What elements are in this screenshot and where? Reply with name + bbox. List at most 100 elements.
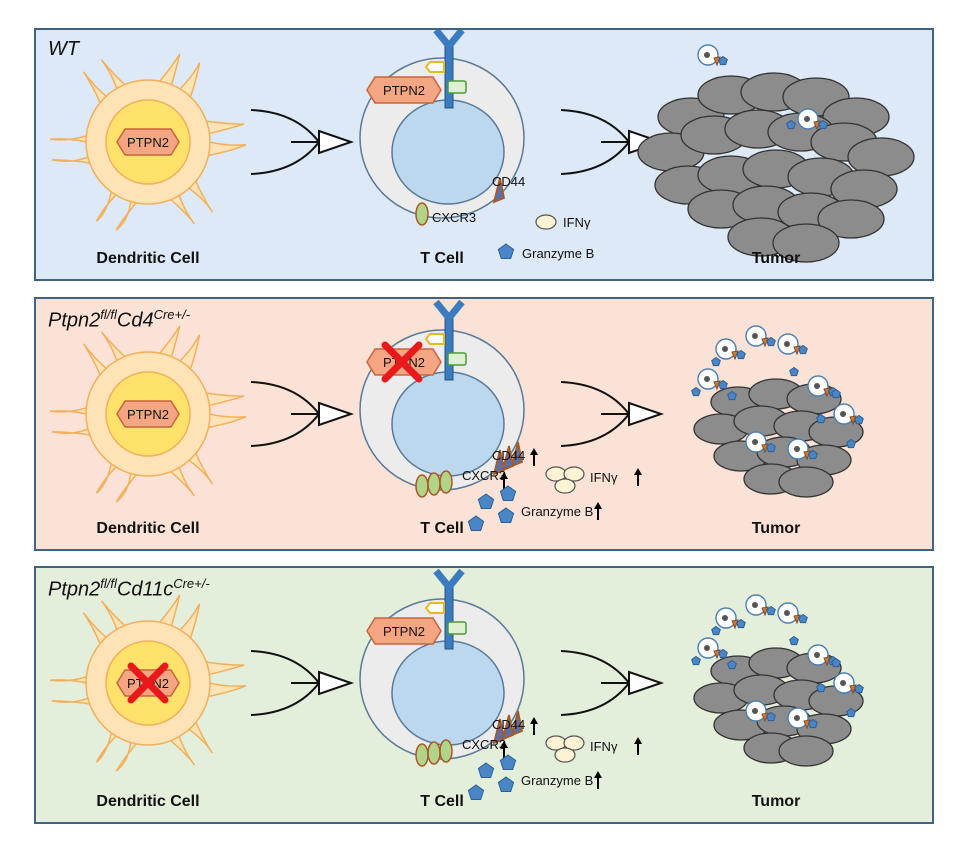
flow-arrowhead-icon <box>628 401 665 427</box>
flow-arc <box>560 413 630 447</box>
granzyme-particle-icon <box>831 657 841 668</box>
adapter-marker <box>447 80 467 94</box>
t-cell-nucleus <box>391 371 505 477</box>
granzyme-particle-icon <box>786 119 796 130</box>
effector-t-cell-marker <box>761 712 769 723</box>
cd44-marker <box>510 441 524 468</box>
granzyme-label: Granzyme B <box>521 773 593 788</box>
granzyme-particle-icon <box>846 438 856 449</box>
dendritic-cell-caption: Dendritic Cell <box>96 793 199 810</box>
granzyme-particle-icon <box>798 613 808 624</box>
panel-t-cell-knockout: Ptpn2fl/flCd4Cre+/- PTPN2PTPN2CD44CXCR3I… <box>34 297 934 551</box>
tcr-receptor <box>444 317 454 381</box>
cd44-marker <box>492 177 506 204</box>
effector-t-cell-marker <box>823 387 831 398</box>
cxcr3-marker <box>415 743 429 767</box>
granzyme-particle-icon <box>499 485 517 501</box>
increase-arrow-icon <box>500 741 508 748</box>
effector-t-cell-marker <box>713 56 721 67</box>
effector-t-cell-marker <box>849 684 857 695</box>
tcr-receptor-head <box>433 299 465 322</box>
granzyme-particle-icon <box>831 388 841 399</box>
t-cell-caption: T Cell <box>420 250 464 267</box>
flow-arc <box>250 413 320 447</box>
effector-t-cell-marker <box>813 120 821 131</box>
effector-t-cell-nucleus <box>840 411 846 417</box>
flow-arc <box>250 381 320 415</box>
granzyme-particle-icon <box>497 507 515 523</box>
flow-arc <box>560 109 630 143</box>
effector-t-cell-nucleus <box>704 52 710 58</box>
granzyme-particle-icon <box>497 243 515 259</box>
tumor-cell <box>778 735 834 767</box>
tcr-receptor <box>444 586 454 650</box>
cd44-label: CD44 <box>492 448 525 463</box>
granzyme-particle-icon <box>808 449 818 460</box>
granzyme-particle-icon <box>691 655 701 666</box>
ifng-label: IFNγ <box>590 470 618 485</box>
t-cell-ptpn2 <box>366 76 442 104</box>
granzyme-particle-icon <box>816 413 826 424</box>
granzyme-particle-icon <box>711 356 721 367</box>
ifng-particle-icon <box>535 214 557 230</box>
granzyme-particle-icon <box>789 635 799 646</box>
granzyme-particle-icon <box>818 119 828 130</box>
flow-arc <box>560 381 630 415</box>
cxcr3-marker <box>439 470 453 494</box>
granzyme-particle-icon <box>727 390 737 401</box>
granzyme-particle-icon <box>477 493 495 509</box>
panel-title: Ptpn2fl/flCd11cCre+/- <box>48 576 210 601</box>
cxcr3-marker <box>415 474 429 498</box>
effector-t-cell-marker <box>803 450 811 461</box>
t-cell-nucleus <box>391 640 505 746</box>
kinase-marker <box>424 333 445 345</box>
panel-title: Ptpn2fl/flCd4Cre+/- <box>48 307 191 332</box>
granzyme-particle-icon <box>467 784 485 800</box>
effector-t-cell-nucleus <box>784 610 790 616</box>
flow-arrowhead-icon <box>318 401 355 427</box>
flow-arc <box>560 650 630 684</box>
effector-t-cell-nucleus <box>840 680 846 686</box>
granzyme-particle-icon <box>798 344 808 355</box>
dendritic-cell-arms <box>49 53 247 231</box>
dendritic-cell-arms <box>49 594 247 772</box>
granzyme-particle-icon <box>808 718 818 729</box>
dendritic-ptpn2 <box>116 400 180 428</box>
cxcr3-marker <box>427 741 441 765</box>
increase-arrow-icon <box>594 771 602 778</box>
effector-t-cell-nucleus <box>804 116 810 122</box>
effector-t-cell-nucleus <box>784 341 790 347</box>
cxcr3-label: CXCR3 <box>432 210 476 225</box>
effector-t-cell-nucleus <box>794 446 800 452</box>
dendritic-cell-caption: Dendritic Cell <box>96 520 199 537</box>
effector-t-cell-marker <box>823 656 831 667</box>
increase-arrow-icon <box>500 472 508 479</box>
granzyme-particle-icon <box>691 386 701 397</box>
effector-t-cell-nucleus <box>814 652 820 658</box>
ifng-particle-icon <box>554 478 576 494</box>
granzyme-particle-icon <box>846 707 856 718</box>
effector-t-cell-nucleus <box>814 383 820 389</box>
flow-arrowhead-icon <box>318 670 355 696</box>
effector-t-cell-marker <box>793 614 801 625</box>
cxcr3-marker <box>427 472 441 496</box>
effector-t-cell-nucleus <box>752 708 758 714</box>
effector-t-cell-marker <box>761 606 769 617</box>
effector-t-cell-nucleus <box>722 346 728 352</box>
cd44-label: CD44 <box>492 174 525 189</box>
ifng-particle-icon <box>563 466 585 482</box>
granzyme-particle-icon <box>718 379 728 390</box>
effector-t-cell-marker <box>731 350 739 361</box>
cd44-marker <box>501 445 515 472</box>
dendritic-ptpn2 <box>116 128 180 156</box>
tcr-receptor-head <box>433 30 465 50</box>
effector-t-cell-marker <box>803 719 811 730</box>
granzyme-particle-icon <box>718 648 728 659</box>
increase-arrow-icon <box>594 502 602 509</box>
effector-t-cell-nucleus <box>704 376 710 382</box>
granzyme-particle-icon <box>727 659 737 670</box>
dendritic-cell-caption: Dendritic Cell <box>96 250 199 267</box>
effector-t-cell-nucleus <box>752 602 758 608</box>
flow-arrowhead-icon <box>628 670 665 696</box>
